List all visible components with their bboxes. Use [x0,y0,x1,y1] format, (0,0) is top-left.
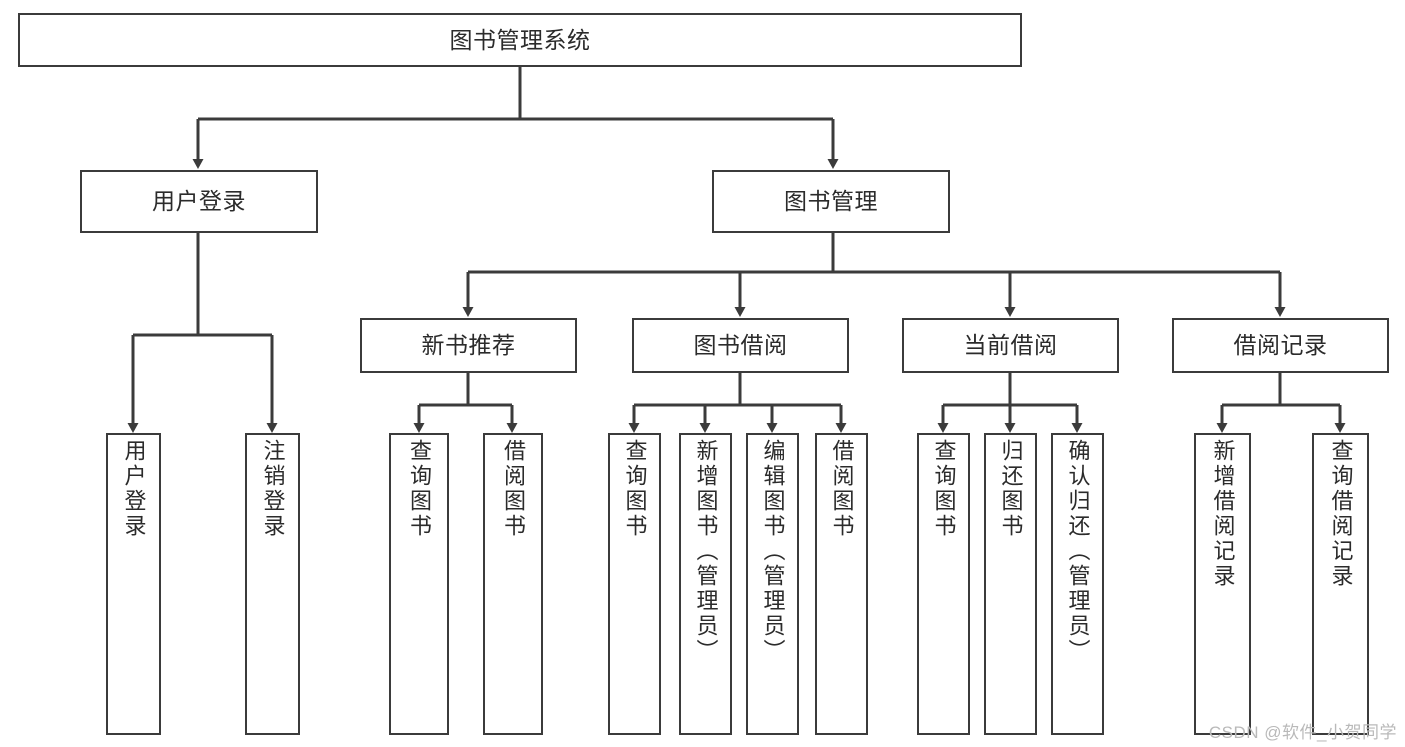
node-book-borrow[interactable]: 图书借阅 [632,318,849,373]
leaf-borrow-add-book-label: 新增图书（管理员） [693,439,719,664]
leaf-current-query-book[interactable]: 查询图书 [917,433,970,735]
node-book-management[interactable]: 图书管理 [712,170,950,233]
leaf-new-book-borrow-label: 借阅图书 [501,439,526,539]
leaf-borrow-query-book-label: 查询图书 [622,439,648,539]
node-new-book-recommend-label: 新书推荐 [421,332,516,359]
watermark: CSDN @软件_小贺同学 [1208,723,1397,742]
leaf-borrow-add-book[interactable]: 新增图书（管理员） [679,433,732,735]
leaf-current-confirm-return-label: 确认归还（管理员） [1065,439,1091,664]
node-book-management-label: 图书管理 [784,188,878,215]
leaf-current-return-book-label: 归还图书 [998,439,1024,539]
node-borrow-records-label: 借阅记录 [1233,332,1328,359]
leaf-record-query-label: 查询借阅记录 [1328,439,1354,589]
node-book-borrow-label: 图书借阅 [693,332,788,359]
leaf-current-query-book-label: 查询图书 [931,439,957,539]
leaf-borrow-edit-book[interactable]: 编辑图书（管理员） [746,433,799,735]
node-borrow-records[interactable]: 借阅记录 [1172,318,1389,373]
leaf-new-book-borrow[interactable]: 借阅图书 [483,433,543,735]
leaf-record-add-label: 新增借阅记录 [1210,439,1236,589]
leaf-borrow-borrow-book[interactable]: 借阅图书 [815,433,868,735]
leaf-borrow-query-book[interactable]: 查询图书 [608,433,661,735]
leaf-current-return-book[interactable]: 归还图书 [984,433,1037,735]
leaf-record-query[interactable]: 查询借阅记录 [1312,433,1369,735]
node-user-login[interactable]: 用户登录 [80,170,318,233]
leaf-current-confirm-return[interactable]: 确认归还（管理员） [1051,433,1104,735]
node-user-login-label: 用户登录 [152,188,246,215]
node-root-label: 图书管理系统 [449,26,591,53]
leaf-borrow-edit-book-label: 编辑图书（管理员） [760,439,786,664]
leaf-logout-label: 注销登录 [260,439,286,539]
leaf-new-book-query[interactable]: 查询图书 [389,433,449,735]
leaf-borrow-borrow-book-label: 借阅图书 [829,439,855,539]
leaf-new-book-query-label: 查询图书 [407,439,432,539]
leaf-user-login[interactable]: 用户登录 [106,433,161,735]
node-new-book-recommend[interactable]: 新书推荐 [360,318,577,373]
leaf-user-login-label: 用户登录 [121,439,147,539]
leaf-logout[interactable]: 注销登录 [245,433,300,735]
node-current-borrow[interactable]: 当前借阅 [902,318,1119,373]
leaf-record-add[interactable]: 新增借阅记录 [1194,433,1251,735]
node-current-borrow-label: 当前借阅 [963,332,1058,359]
node-root[interactable]: 图书管理系统 [18,13,1022,67]
